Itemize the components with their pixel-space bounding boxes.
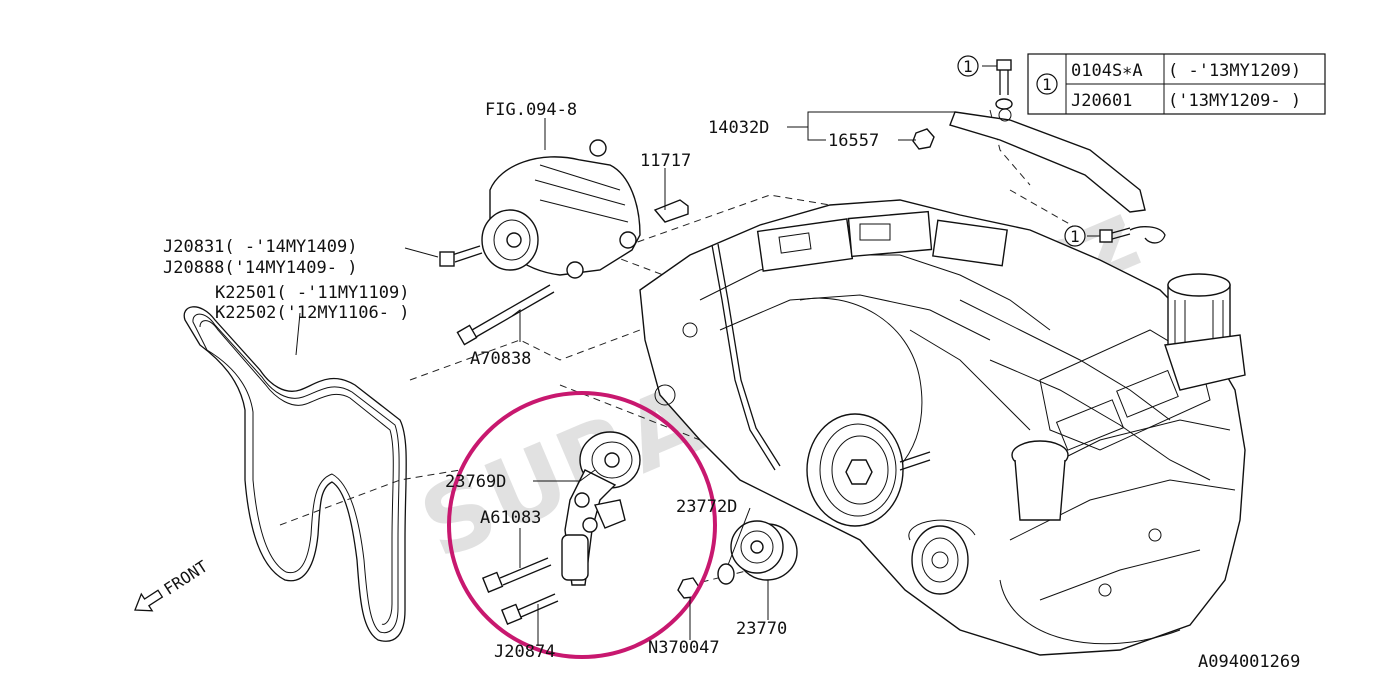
highlight-circle [447,391,717,659]
alternator [481,139,641,279]
bolt-J20874 [500,593,559,625]
legend-row-1-part: 0104S∗A [1071,61,1143,81]
label-16557: 16557 [828,131,879,151]
label-23769D: 23769D [445,472,506,492]
legend-callout-number: 1 [1042,75,1052,94]
label-11717: 11717 [640,151,691,171]
water-pump-pulley [908,519,976,595]
bolt-A61083 [481,557,552,593]
label-A61083: A61083 [480,508,541,528]
belt-tensioner [561,431,641,586]
callout-marker-right: 1 [1064,225,1086,247]
legend-row-2-part: J20601 [1071,91,1132,111]
label-23772D: 23772D [676,497,737,517]
bolt-callout-1-top [995,59,1013,110]
label-J20888: J20888('14MY1409- ) [163,258,357,278]
oil-filler-cap [1011,440,1069,521]
crank-pulley [806,413,931,527]
bolt-A70838 [456,284,555,346]
label-23770: 23770 [736,619,787,639]
engine-assembly [639,199,1246,656]
bracket-11717 [653,199,689,223]
callout-marker-top: 1 [957,55,979,77]
label-K22502: K22502('12MY1106- ) [215,303,409,323]
label-N370047: N370047 [648,638,720,658]
drawing-id: A094001269 [1198,652,1300,672]
idler-pulley [730,520,798,581]
svg-text:1: 1 [1070,227,1080,246]
bolt-J20831 [439,245,483,267]
legend-row-1-range: ( -'13MY1209) [1168,61,1301,81]
svg-text:1: 1 [963,57,973,76]
oil-filter [1164,273,1246,391]
label-J20831: J20831( -'14MY1409) [163,237,357,257]
legend-row-2-range: ('13MY1209- ) [1168,91,1301,111]
bolt-callout-1-right [1099,227,1131,243]
front-arrow-icon: FRONT [134,556,211,612]
washer [717,563,735,585]
leader-lines [295,65,1100,645]
nut-16557 [912,128,935,150]
legend-table: 1 0104S∗A ( -'13MY1209) J20601 ('13MY120… [1027,53,1326,115]
front-label: FRONT [160,556,211,598]
label-14032D: 14032D [708,118,769,138]
label-A70838: A70838 [470,349,531,369]
label-J20874: J20874 [494,642,555,662]
bracket-14032D [949,108,1166,244]
part-labels: FIG.094-8 11717 14032D 16557 J20831( -'1… [163,100,1300,672]
label-fig-ref: FIG.094-8 [485,100,577,120]
drive-belt [183,306,407,642]
label-K22501: K22501( -'11MY1109) [215,283,409,303]
